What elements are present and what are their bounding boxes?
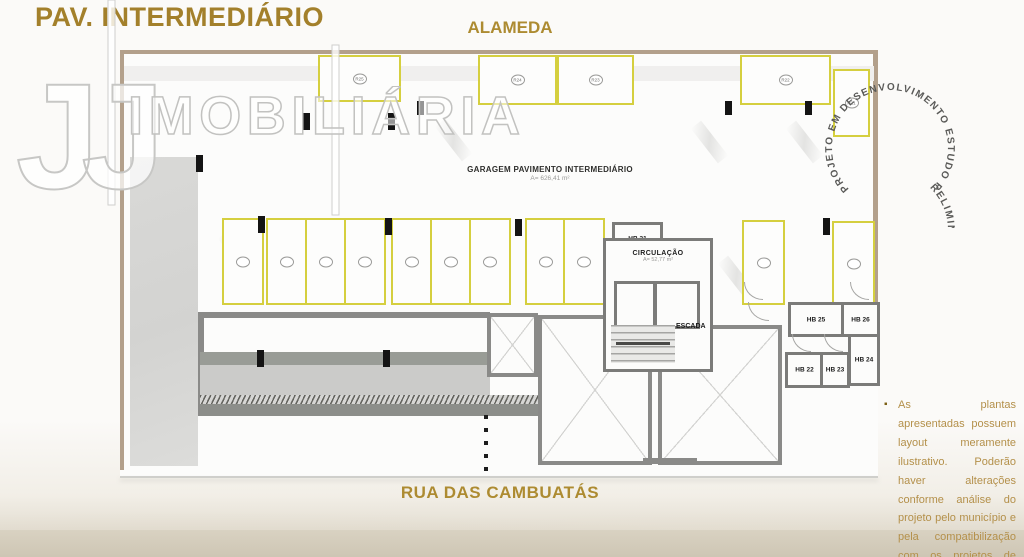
- plan-bottom-edge: [120, 476, 878, 478]
- ramp-hatch: [200, 395, 538, 404]
- stall-number: [483, 256, 497, 267]
- stall-number: [405, 256, 419, 267]
- wall-top: [120, 50, 878, 54]
- wall-right: [873, 50, 878, 310]
- stall-number: R25: [352, 73, 367, 84]
- storage-room-hb26: HB 26: [841, 302, 880, 337]
- column-marker: [258, 216, 265, 233]
- shaft-box: [487, 313, 538, 377]
- column-marker: [303, 113, 310, 130]
- stall-number: [577, 256, 591, 267]
- column-marker: [257, 350, 264, 367]
- parking-stall: R23: [557, 55, 634, 105]
- door-arc: [748, 302, 769, 321]
- storage-room-hb23: HB 23: [820, 352, 850, 388]
- floor-plan: R25 R24 R23 R22 R21: [120, 50, 880, 478]
- page-title: PAV. INTERMEDIÁRIO: [35, 2, 325, 32]
- parking-stall: R24: [478, 55, 557, 105]
- circulation-block: CIRCULAÇÃO A= 52,77 m²: [603, 238, 713, 372]
- parking-stall: [222, 218, 264, 305]
- storage-room-hb22: HB 22: [785, 352, 824, 388]
- garage-label: GARAGEM PAVIMENTO INTERMEDIÁRIO: [467, 165, 633, 174]
- room-label: HB 26: [851, 316, 870, 323]
- door-arc: [792, 334, 811, 352]
- parking-stall: R21: [833, 69, 870, 137]
- column-marker: [417, 101, 424, 115]
- column-marker: [196, 155, 203, 172]
- column-marker: [823, 218, 830, 235]
- circulation-label: CIRCULAÇÃO: [632, 250, 684, 257]
- stall-number: [358, 256, 372, 267]
- garage-area: A= 626,41 m²: [530, 175, 570, 182]
- room-label: HB 25: [806, 316, 826, 323]
- parking-stall: [469, 218, 511, 305]
- column-marker: [515, 219, 522, 236]
- stall-number: R22: [778, 74, 793, 86]
- disclaimer-text: As plantas apresentadas possuem layout m…: [898, 399, 1016, 557]
- wall-stub: [643, 458, 697, 464]
- disclaimer-note: ▪ As plantas apresentadas possuem layout…: [884, 396, 1016, 557]
- stall-number: [756, 257, 771, 268]
- storage-room-hb24: HB 24: [848, 334, 880, 386]
- stall-number: [539, 256, 553, 267]
- parking-stall: [266, 218, 308, 305]
- street-label-rua-das-cambuatas: RUA DAS CAMBUATÁS: [400, 483, 600, 502]
- stall-number: R21: [844, 97, 859, 109]
- parking-stall: [563, 218, 605, 305]
- parking-stall: R25: [318, 55, 401, 102]
- shine-mark: [434, 118, 473, 162]
- parking-stall: [344, 218, 386, 305]
- stall-number: [236, 256, 250, 267]
- column-marker: [805, 101, 812, 115]
- stall-number: R24: [510, 74, 525, 86]
- ramp-curb-lower: [200, 404, 538, 416]
- column-marker: [385, 218, 392, 235]
- stair-label: ESCADA: [676, 323, 706, 330]
- stall-number: [444, 256, 458, 267]
- circulation-area: A= 52,77 m²: [642, 257, 674, 263]
- door-arc: [824, 334, 843, 352]
- ramp-left-block: [130, 157, 198, 466]
- parking-stall: R22: [740, 55, 831, 105]
- street-label-alameda: ALAMEDA: [467, 18, 553, 37]
- column-marker: [388, 113, 395, 130]
- column-marker: [725, 101, 732, 115]
- room-label: HB 23: [825, 366, 845, 374]
- wall-left: [120, 50, 124, 470]
- parking-stall: [525, 218, 567, 305]
- inner-room: [614, 281, 656, 329]
- inner-room: [654, 281, 700, 329]
- stair-rail: [616, 342, 670, 345]
- ramp-slab: [200, 365, 490, 395]
- stall-number: R23: [588, 74, 603, 86]
- ramp-curb: [200, 352, 490, 365]
- parking-stall: [305, 218, 347, 305]
- garage-caption: GARAGEM PAVIMENTO INTERMEDIÁRIO A= 626,4…: [430, 165, 670, 182]
- circulation-caption: CIRCULAÇÃO A= 52,77 m²: [606, 250, 710, 263]
- stall-number: [280, 256, 294, 267]
- stall-number: [319, 256, 333, 267]
- sand-bottom-band: [0, 530, 1024, 557]
- ramp-wall: [200, 312, 490, 318]
- shine-mark: [690, 120, 729, 164]
- dashed-boundary-line: [484, 415, 488, 473]
- parking-stall: [391, 218, 433, 305]
- shine-mark: [785, 120, 824, 164]
- bullet-icon: ▪: [884, 399, 888, 410]
- column-marker: [383, 350, 390, 367]
- storage-room-hb25: HB 25: [788, 302, 844, 337]
- stall-number: [846, 258, 861, 269]
- room-label: HB 24: [854, 356, 874, 364]
- parking-stall: [430, 218, 472, 305]
- room-label: HB 22: [795, 366, 814, 374]
